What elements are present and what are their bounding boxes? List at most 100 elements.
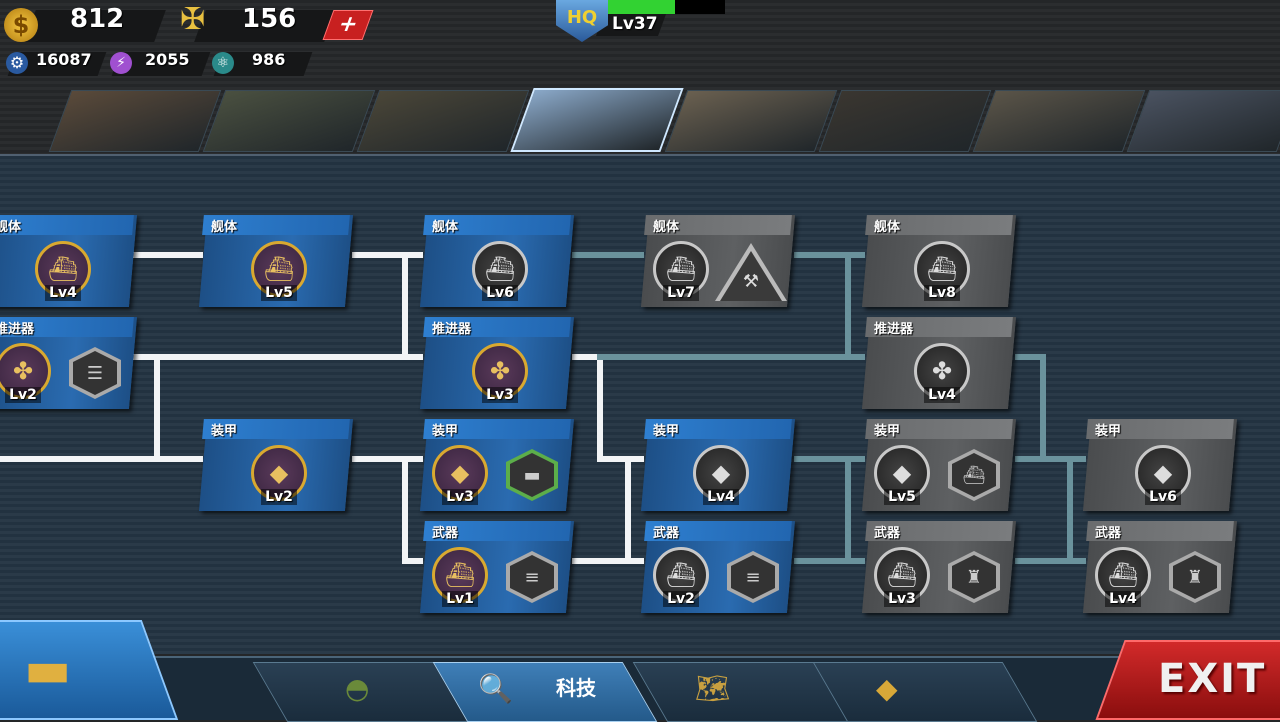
map-icon: 🗺: [695, 672, 731, 705]
propeller-icon: ✤: [914, 343, 970, 399]
atom-icon: ⚛: [212, 52, 234, 74]
tech-card[interactable]: 装甲◆Lv2: [198, 419, 354, 511]
card-level: Lv2: [0, 387, 51, 403]
card-level: Lv5: [874, 489, 930, 505]
ship-hex-icon: ⛴: [948, 449, 1000, 501]
tech-card[interactable]: 武器⛴Lv2≡: [640, 521, 796, 613]
officer-cap-icon: ◓: [345, 672, 370, 705]
tech-card[interactable]: 推进器✤Lv3: [419, 317, 575, 409]
card-title: 舰体: [653, 220, 680, 235]
card-level-text: Lv2: [5, 387, 41, 403]
tech-card[interactable]: 舰体⛴Lv4: [0, 215, 138, 307]
tech-card[interactable]: 舰体⛴Lv5: [198, 215, 354, 307]
tab-tech[interactable]: [432, 662, 658, 722]
card-title: 推进器: [874, 322, 914, 337]
tank-icon: ▬: [24, 640, 72, 698]
tech-card[interactable]: 装甲◆Lv4: [640, 419, 796, 511]
card-title: 装甲: [432, 424, 459, 439]
tech-card[interactable]: 推进器✤Lv4: [861, 317, 1017, 409]
tech-card[interactable]: 舰体⛴Lv7⚒: [640, 215, 796, 307]
card-title: 舰体: [432, 220, 459, 235]
tech-card[interactable]: 舰体⛴Lv6: [419, 215, 575, 307]
tech-card[interactable]: 装甲◆Lv6: [1082, 419, 1238, 511]
card-level-text: Lv3: [442, 489, 478, 505]
bottom-nav: ◓ 🔍 科技 🗺 ◆: [0, 656, 1280, 722]
exit-label: EXIT: [1158, 656, 1267, 702]
research-magnifier-icon: 🔍: [478, 672, 513, 705]
missile-hex-icon: ≡: [727, 551, 779, 603]
tech-tree-connectors: [0, 252, 1086, 564]
card-level-text: Lv4: [1105, 591, 1141, 607]
card-title: 武器: [1095, 526, 1122, 541]
card-level: Lv4: [1095, 591, 1151, 607]
medal-icon: ✠: [180, 2, 206, 37]
gears-value: 16087: [36, 50, 92, 69]
hq-label: HQ: [566, 7, 598, 28]
card-level: Lv8: [914, 285, 970, 301]
card-level-text: Lv7: [663, 285, 699, 301]
unit-category-tabs: [48, 88, 1280, 152]
gold-value: 812: [70, 4, 125, 34]
missile-hex-icon: ≡: [506, 551, 558, 603]
card-level: Lv1: [432, 591, 488, 607]
card-level-text: Lv4: [924, 387, 960, 403]
card-title: 装甲: [653, 424, 680, 439]
resource-bar: $ 812 ✠ 156 + ⚙ 16087 ⚡ 2055 ⚛ 986 HQ Lv…: [0, 0, 1280, 90]
card-level: Lv4: [914, 387, 970, 403]
card-title: 装甲: [1095, 424, 1122, 439]
hq-xp-bar: [605, 0, 725, 14]
card-level: Lv6: [472, 285, 528, 301]
ship-icon: ⛴: [914, 241, 970, 297]
card-title: 舰体: [211, 220, 238, 235]
card-title: 舰体: [874, 220, 901, 235]
card-title: 武器: [874, 526, 901, 541]
card-level-text: Lv2: [261, 489, 297, 505]
hq-level: Lv37: [612, 14, 658, 34]
card-title: 装甲: [211, 424, 238, 439]
card-title: 舰体: [0, 220, 22, 235]
category-tab-tank[interactable]: [202, 90, 376, 152]
tech-card[interactable]: 推进器✤Lv2☰: [0, 317, 138, 409]
card-title: 装甲: [874, 424, 901, 439]
card-level: Lv3: [472, 387, 528, 403]
tech-card[interactable]: 武器⛴Lv4♜: [1082, 521, 1238, 613]
category-tab-infantry[interactable]: [48, 90, 222, 152]
card-level: Lv3: [874, 591, 930, 607]
category-tab-bunker[interactable]: [818, 90, 992, 152]
card-level-text: Lv2: [663, 591, 699, 607]
card-level-text: Lv3: [884, 591, 920, 607]
tech-card[interactable]: 装甲◆Lv3▬: [419, 419, 575, 511]
tech-card[interactable]: 武器⛴Lv1≡: [419, 521, 575, 613]
card-level: Lv2: [653, 591, 709, 607]
card-level: Lv4: [35, 285, 91, 301]
tech-card[interactable]: 武器⛴Lv3♜: [861, 521, 1017, 613]
card-title: 武器: [653, 526, 680, 541]
card-level: Lv2: [251, 489, 307, 505]
ship-icon: ⛴: [251, 241, 307, 297]
turret-hex-icon: ♜: [1169, 551, 1221, 603]
tab-pyramid[interactable]: [812, 662, 1038, 722]
card-level-text: Lv6: [482, 285, 518, 301]
card-title: 武器: [432, 526, 459, 541]
gear-icon: ⚙: [6, 52, 28, 74]
category-tab-air[interactable]: [664, 90, 838, 152]
card-level-text: Lv5: [884, 489, 920, 505]
category-tab-anti-air[interactable]: [972, 90, 1146, 152]
card-level-text: Lv3: [482, 387, 518, 403]
card-level-text: Lv1: [442, 591, 478, 607]
energy-value: 2055: [145, 50, 190, 69]
category-tab-navy[interactable]: [510, 88, 684, 152]
turret-hex-icon: ♜: [948, 551, 1000, 603]
ship-hex-green-icon: ▬: [506, 449, 558, 501]
tech-card[interactable]: 舰体 ⛴Lv8: [861, 215, 1017, 307]
tech-card[interactable]: 装甲◆Lv5⛴: [861, 419, 1017, 511]
gold-coin-icon: $: [4, 8, 38, 42]
card-level: Lv3: [432, 489, 488, 505]
card-level-text: Lv6: [1145, 489, 1181, 505]
category-tab-artillery[interactable]: [356, 90, 530, 152]
card-level-text: Lv4: [45, 285, 81, 301]
card-level: Lv4: [693, 489, 749, 505]
card-title: 推进器: [0, 322, 35, 337]
category-tab-missile[interactable]: [1126, 90, 1280, 152]
